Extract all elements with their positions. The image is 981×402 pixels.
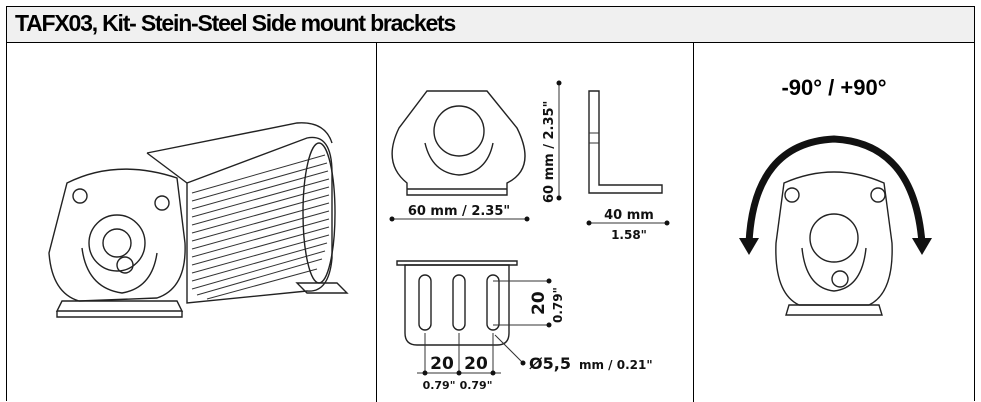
arrow-right-icon (912, 238, 932, 255)
spacing-1-in: 0.79" (423, 379, 456, 392)
bracket-dimension-drawing: 60 mm / 2.35" 60 mm / 2.35" 40 mm 1.58" (389, 80, 670, 392)
slot-height-in: 0.79" (551, 287, 565, 323)
front-width-dim: 60 mm / 2.35" (408, 204, 510, 219)
side-depth-in: 1.58" (611, 228, 647, 242)
light-with-brackets-illustration (48, 122, 349, 318)
spacing-1-mm: 20 (430, 354, 454, 374)
rotation-illustration (739, 135, 932, 316)
slot-height-mm: 20 (529, 291, 549, 315)
dimension-drawing-cell: 60 mm / 2.35" 60 mm / 2.35" 40 mm 1.58" (377, 43, 694, 402)
front-height-dim: 60 mm / 2.35" (542, 101, 557, 203)
hole-diameter-rest: mm / 0.21" (579, 358, 653, 372)
rotation-cell: -90° / +90° (694, 43, 974, 402)
spec-table: TAFX03, Kit- Stein-Steel Side mount brac… (6, 6, 975, 402)
side-depth-mm: 40 mm (604, 208, 654, 223)
arrow-left-icon (739, 238, 759, 255)
spacing-2-in: 0.79" (460, 379, 493, 392)
title-row: TAFX03, Kit- Stein-Steel Side mount brac… (7, 7, 974, 43)
product-title: TAFX03, Kit- Stein-Steel Side mount brac… (15, 10, 456, 36)
hole-diameter-mm: Ø5,5 (529, 354, 571, 373)
rotation-label: -90° / +90° (781, 75, 887, 100)
spacing-2-mm: 20 (464, 354, 488, 374)
product-image-cell (7, 43, 377, 402)
